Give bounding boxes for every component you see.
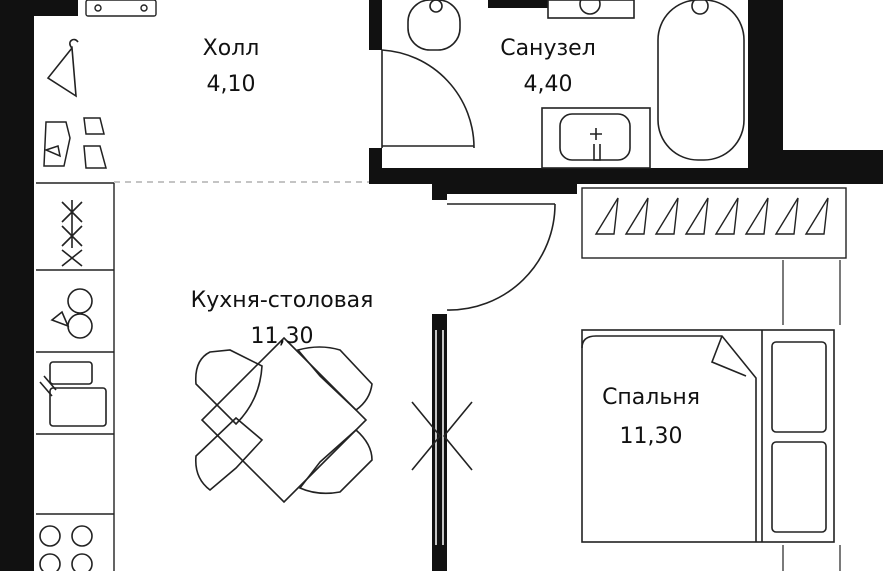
shoes-icon [43,117,107,169]
wall-kitchen-bedroom-upper [432,184,447,200]
stove-icon [39,525,93,571]
room-area-bedroom: 11,30 [620,424,683,449]
wall-hall-bath-upper [369,0,382,50]
window-mark [411,401,473,471]
wall-top-left [0,0,34,571]
washing-machine-icon [547,0,635,19]
left-cabinets [36,0,157,571]
bathroom-door [381,49,475,149]
hanger-icon [46,38,79,98]
kitchen-sink-icon [39,361,107,427]
room-area-kitchen: 11,30 [251,324,314,349]
room-name-hall: Холл [203,36,260,61]
wall-bath-top [488,0,548,8]
wall-hall-bath-lower [369,148,382,184]
bedroom-right-lines [782,260,841,571]
dishwasher-icon [50,288,93,339]
wall-bedroom-top [447,184,577,194]
window-bedroom [435,330,444,545]
room-name-bathroom: Санузел [500,36,596,61]
bedroom-door [446,203,556,311]
room-name-bedroom: Спальня [602,385,700,410]
washbasin-icon [541,107,651,169]
wall-bath-bottom [369,168,759,184]
room-area-hall: 4,10 [207,72,256,97]
dining-table-icon [194,336,373,504]
range-hood-icon [61,200,83,267]
bathtub-icon [657,0,745,161]
wall-top-stub [34,0,78,16]
room-area-bathroom: 4,40 [524,72,573,97]
wall-bath-right [748,0,783,184]
room-name-kitchen: Кухня-столовая [191,288,374,313]
toilet-icon [407,0,461,51]
bed-icon [581,329,835,543]
bedroom-wardrobe [581,187,847,259]
wall-right-step [783,150,883,184]
